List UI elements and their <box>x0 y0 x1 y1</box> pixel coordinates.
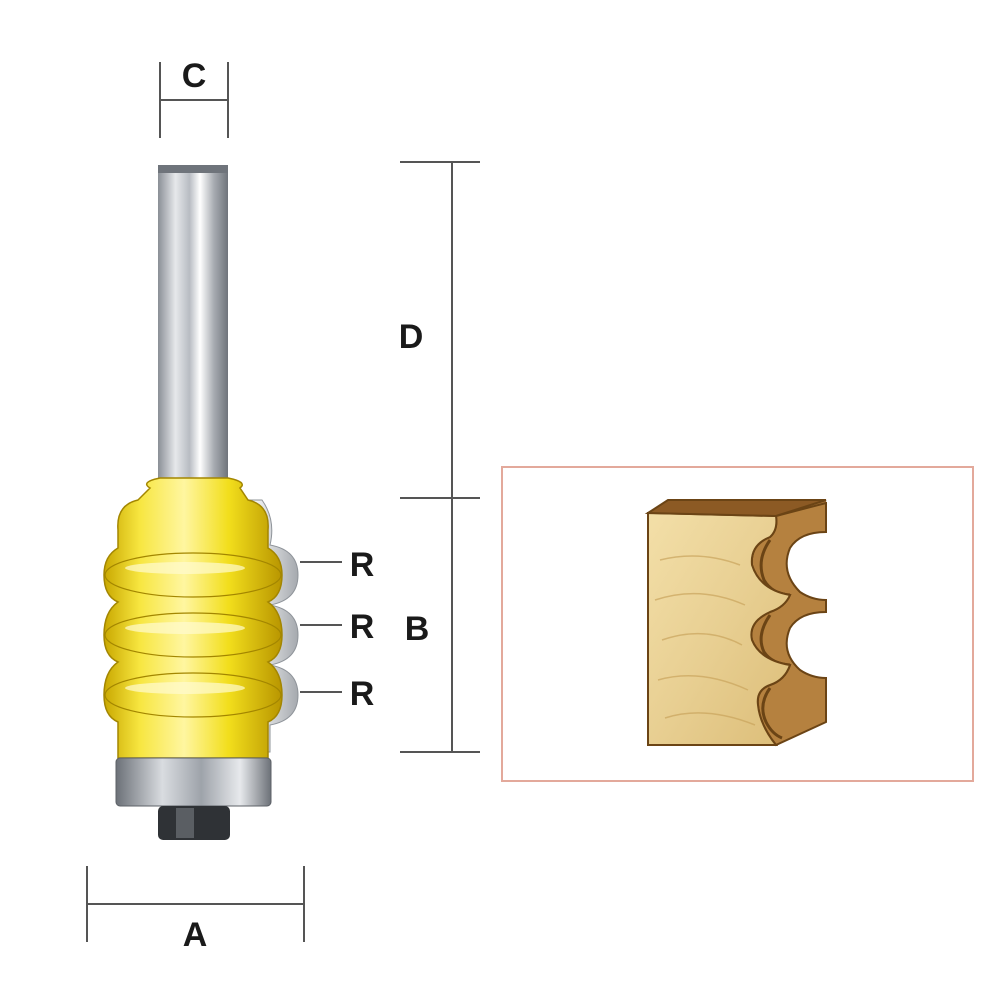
radius-labels: R R R <box>300 546 374 713</box>
router-bit-icon <box>103 165 299 840</box>
shank <box>158 165 228 485</box>
profile-inset <box>501 466 974 782</box>
dimension-a: A <box>86 866 305 954</box>
dimension-c: C <box>159 57 229 138</box>
label-r1: R <box>350 546 375 584</box>
label-d: D <box>399 318 424 356</box>
label-a: A <box>183 916 208 954</box>
label-r2: R <box>350 608 375 646</box>
bearing <box>115 757 272 807</box>
wood-face <box>647 511 792 746</box>
label-c: C <box>182 57 207 95</box>
label-b: B <box>405 610 430 648</box>
dimension-b: B <box>400 498 480 753</box>
cutter-body <box>103 477 283 759</box>
label-r3: R <box>350 675 375 713</box>
wood-profile-icon <box>644 499 827 747</box>
dimension-d: D <box>399 161 480 499</box>
